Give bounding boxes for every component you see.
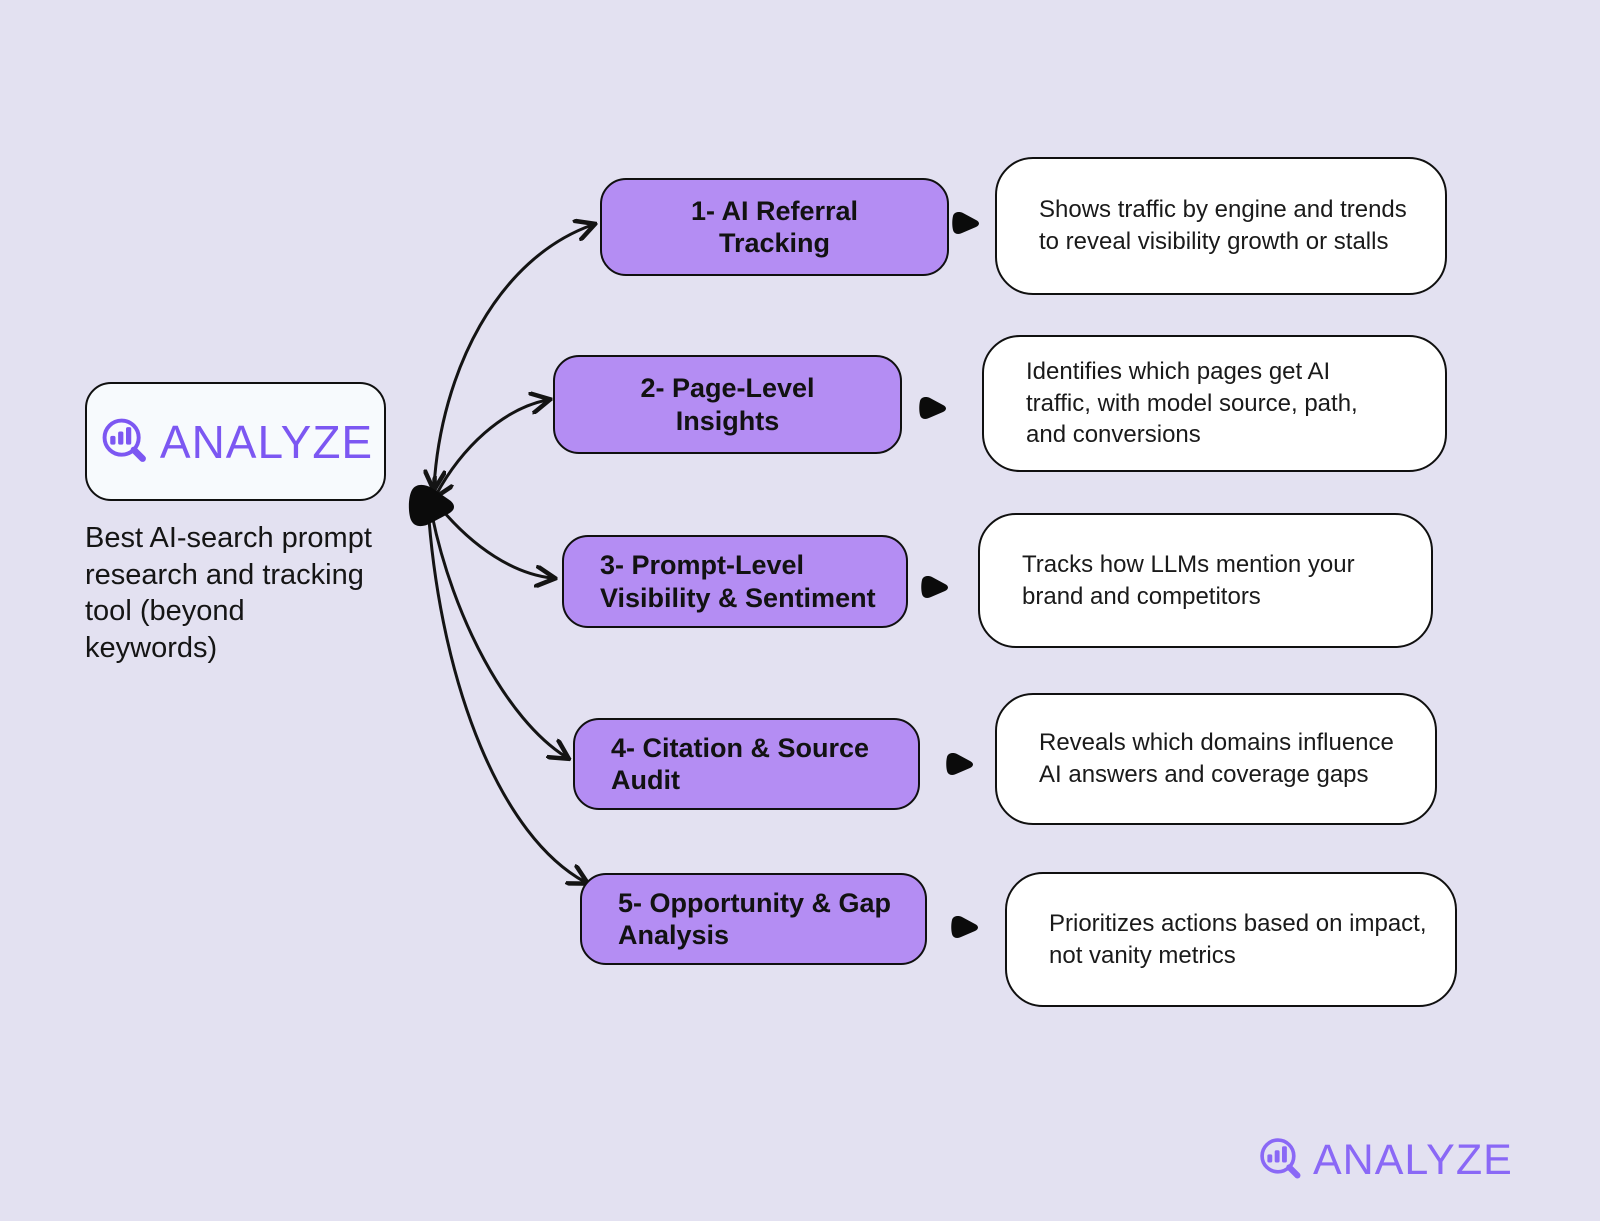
brand-logo: ANALYZE	[98, 414, 373, 470]
magnifier-chart-icon	[1260, 1138, 1301, 1179]
footer-brand-logo: ANALYZE	[1256, 1134, 1513, 1186]
description-line: to reveal visibility growth or stalls	[1039, 228, 1389, 255]
node-box-5: 5- Opportunity & Gap Analysis	[580, 873, 927, 965]
magnifier-chart-icon	[102, 418, 146, 462]
connector-arrow-5	[427, 519, 585, 882]
description-box-5: Prioritizes actions based on impact, not…	[1005, 872, 1457, 1007]
description-line: Identifies which pages get AI	[1026, 357, 1331, 385]
description-box-1: Shows traffic by engine and trends to re…	[995, 157, 1447, 295]
node-label-line: Analysis	[618, 920, 730, 950]
node-box-2: 2- Page-Level Insights	[553, 355, 902, 454]
node-label-line: Tracking	[718, 228, 831, 258]
tagline-line: keywords)	[85, 631, 218, 664]
connector-arrow-2	[436, 400, 547, 495]
play-blob-icons	[919, 212, 979, 938]
connector-arrow-3	[436, 504, 552, 578]
description-line: Prioritizes actions based on impact,	[1049, 909, 1427, 937]
node-label-line: 3- Prompt-Level	[600, 550, 805, 581]
node-label-line: Audit	[611, 765, 680, 795]
description-line: Shows traffic by engine and trends	[1039, 196, 1407, 224]
tagline-line: research and tracking	[85, 558, 364, 591]
brand-logo-card: ANALYZE	[85, 382, 386, 501]
description-line: Reveals which domains influence	[1039, 729, 1394, 757]
description-box-2: Identifies which pages get AI traffic, w…	[982, 335, 1447, 472]
description-line: traffic, with model source, path,	[1026, 389, 1358, 417]
description-box-3: Tracks how LLMs mention your brand and c…	[978, 513, 1433, 648]
description-line: AI answers and coverage gaps	[1039, 761, 1369, 788]
hub-blob-icon	[408, 484, 454, 527]
tagline-line: Best AI-search prompt	[85, 522, 372, 554]
description-box-4: Reveals which domains influence AI answe…	[995, 693, 1437, 825]
node-label-line: 4- Citation & Source	[611, 732, 870, 763]
node-box-4: 4- Citation & Source Audit	[573, 718, 920, 810]
play-blob-icon-5	[951, 916, 978, 938]
connector-arrow-4	[430, 514, 566, 757]
footer-brand-name: ANALYZE	[1313, 1135, 1513, 1184]
tagline-line: tool (beyond	[85, 595, 245, 628]
node-label-line: Visibility & Sentiment	[600, 582, 876, 613]
node-box-1: 1- AI Referral Tracking	[600, 178, 949, 276]
node-label-line: 5- Opportunity & Gap	[618, 887, 891, 918]
node-label-line: Insights	[675, 405, 780, 436]
play-blob-icon-2	[919, 397, 946, 419]
node-box-3: 3- Prompt-Level Visibility & Sentiment	[562, 535, 908, 628]
play-blob-icon-3	[921, 576, 948, 598]
brand-name: ANALYZE	[159, 415, 374, 468]
description-line: Tracks how LLMs mention your	[1022, 550, 1355, 578]
node-label-line: 1- AI Referral	[690, 195, 859, 226]
description-line: not vanity metrics	[1049, 941, 1236, 969]
play-blob-icon-1	[952, 212, 979, 234]
brand-tagline: Best AI-search prompt research and track…	[85, 520, 425, 666]
description-line: brand and competitors	[1022, 582, 1261, 610]
description-line: and conversions	[1026, 421, 1201, 449]
play-blob-icon-4	[946, 753, 973, 775]
node-label-line: 2- Page-Level	[640, 373, 815, 404]
